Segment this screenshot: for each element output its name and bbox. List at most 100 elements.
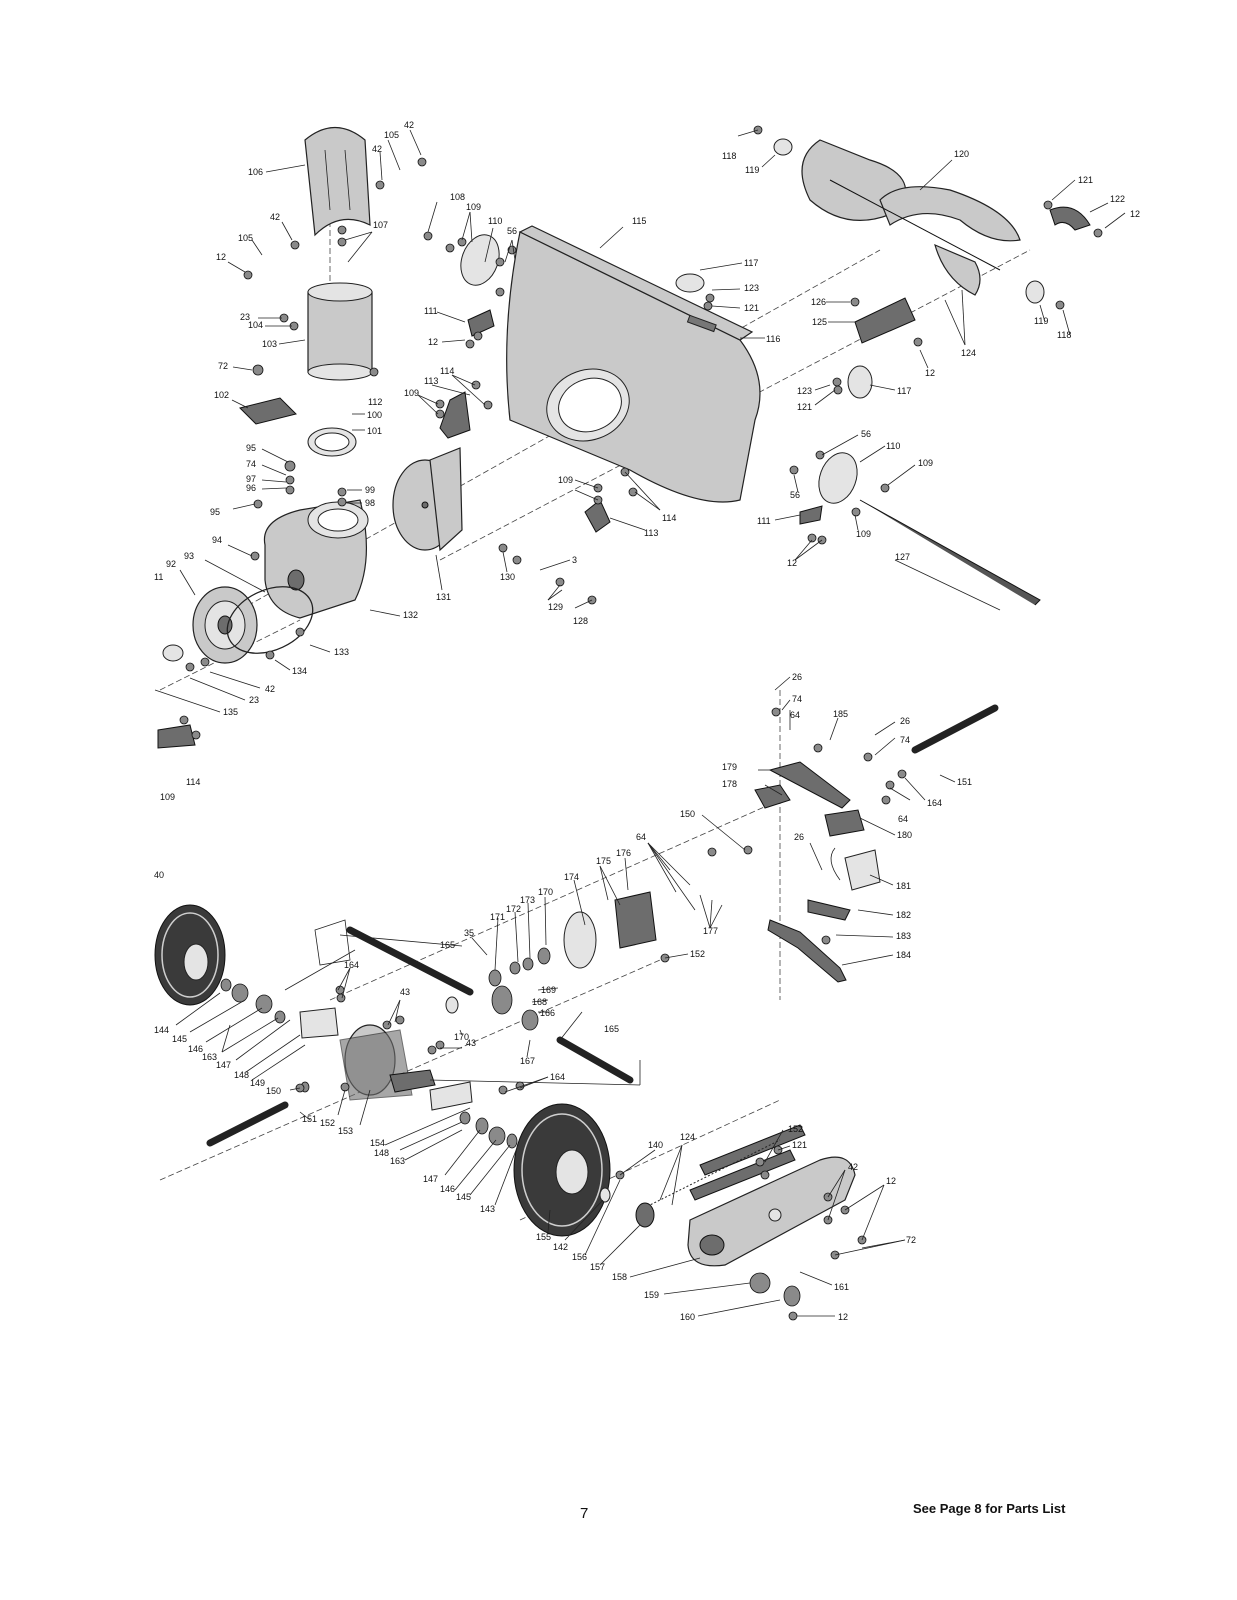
label-181: 181 (896, 881, 911, 891)
lower-hardware (295, 707, 907, 1321)
label-164: 164 (927, 798, 942, 808)
label-164: 164 (344, 960, 359, 970)
label-121: 121 (744, 303, 759, 313)
label-40-edge: 40 (154, 870, 164, 880)
label-64: 64 (636, 832, 646, 842)
label-105: 105 (384, 130, 399, 140)
side-plate-right (818, 452, 858, 504)
label-42: 42 (270, 212, 280, 222)
label-129: 129 (548, 602, 563, 612)
label-95: 95 (210, 507, 220, 517)
label-176: 176 (616, 848, 631, 858)
auger-bearing-housing (854, 297, 916, 344)
label-121: 121 (1078, 175, 1093, 185)
label-42: 42 (372, 144, 382, 154)
label-185: 185 (833, 709, 848, 719)
label-161: 161 (834, 1282, 849, 1292)
axle-lower-right (556, 1036, 634, 1084)
label-109: 109 (558, 475, 573, 485)
label-158: 158 (612, 1272, 627, 1282)
label-152: 152 (690, 949, 705, 959)
label-155: 155 (536, 1232, 551, 1242)
label-164: 164 (550, 1072, 565, 1082)
label-122: 122 (1110, 194, 1125, 204)
label-173: 173 (520, 895, 535, 905)
label-115: 115 (632, 216, 646, 226)
label-56: 56 (790, 490, 800, 500)
label-109: 109 (466, 202, 481, 212)
skid-shoe-left (439, 391, 471, 439)
label-157: 157 (590, 1262, 605, 1272)
label-56: 56 (861, 429, 871, 439)
part-labels: 42 105 42 106 42 107 105 12 23 104 103 7… (154, 120, 1140, 1322)
label-42: 42 (404, 120, 414, 130)
housing-pulley (192, 586, 258, 664)
fan-housing (263, 499, 369, 619)
label-110: 110 (488, 216, 502, 226)
label-98: 98 (365, 498, 375, 508)
gear-bracket (299, 1007, 339, 1039)
label-165: 165 (604, 1024, 619, 1034)
label-97: 97 (246, 474, 256, 484)
label-149: 149 (250, 1078, 265, 1088)
label-182: 182 (896, 910, 911, 920)
chute-crank-bracket (239, 397, 297, 425)
label-23: 23 (249, 695, 259, 705)
label-166: 166 (540, 1008, 555, 1018)
label-148: 148 (234, 1070, 249, 1080)
label-184: 184 (896, 950, 911, 960)
page-number: 7 (580, 1505, 589, 1522)
label-147: 147 (423, 1174, 438, 1184)
label-12: 12 (925, 368, 935, 378)
label-12: 12 (1130, 209, 1140, 219)
label-111: 111 (424, 306, 438, 316)
label-43: 43 (466, 1038, 476, 1048)
label-114: 114 (662, 513, 676, 523)
label-146: 146 (440, 1184, 455, 1194)
label-134: 134 (292, 666, 307, 676)
label-132: 132 (403, 610, 418, 620)
label-170: 170 (538, 887, 553, 897)
auger-bushing-left (773, 138, 793, 156)
label-145: 145 (456, 1192, 471, 1202)
label-64: 64 (898, 814, 908, 824)
skid-shoe-right (584, 499, 611, 533)
label-151: 151 (302, 1114, 317, 1124)
label-167: 167 (520, 1056, 535, 1066)
label-94: 94 (212, 535, 222, 545)
label-106: 106 (248, 167, 263, 177)
bearing-flange-upper (675, 273, 705, 293)
label-165: 165 (440, 940, 455, 950)
label-179: 179 (722, 762, 737, 772)
transmission-case (339, 1024, 436, 1101)
label-74: 74 (246, 459, 256, 469)
label-172: 172 (506, 904, 521, 914)
label-119: 119 (745, 165, 759, 175)
discharge-chute-deflector (304, 127, 371, 237)
label-170: 170 (454, 1032, 469, 1042)
label-168: 168 (532, 997, 547, 1007)
auger-assembly (801, 139, 1021, 296)
label-23: 23 (240, 312, 250, 322)
label-103: 103 (262, 339, 277, 349)
bracket-lower (429, 1081, 473, 1111)
label-42: 42 (265, 684, 275, 694)
label-180: 180 (897, 830, 912, 840)
label-151: 151 (957, 777, 972, 787)
label-101: 101 (367, 426, 382, 436)
label-93: 93 (184, 551, 194, 561)
label-108: 108 (450, 192, 465, 202)
label-74: 74 (900, 735, 910, 745)
label-135: 135 (223, 707, 238, 717)
label-177: 177 (703, 926, 718, 936)
chute-flange-ring (307, 427, 357, 457)
label-131: 131 (436, 592, 451, 602)
label-109: 109 (918, 458, 933, 468)
label-154: 154 (370, 1138, 385, 1148)
pulley-bearing (162, 644, 184, 662)
label-100: 100 (367, 410, 382, 420)
label-153: 153 (338, 1126, 353, 1136)
label-142: 142 (553, 1242, 568, 1252)
label-125: 125 (812, 317, 827, 327)
label-169: 169 (541, 985, 556, 995)
